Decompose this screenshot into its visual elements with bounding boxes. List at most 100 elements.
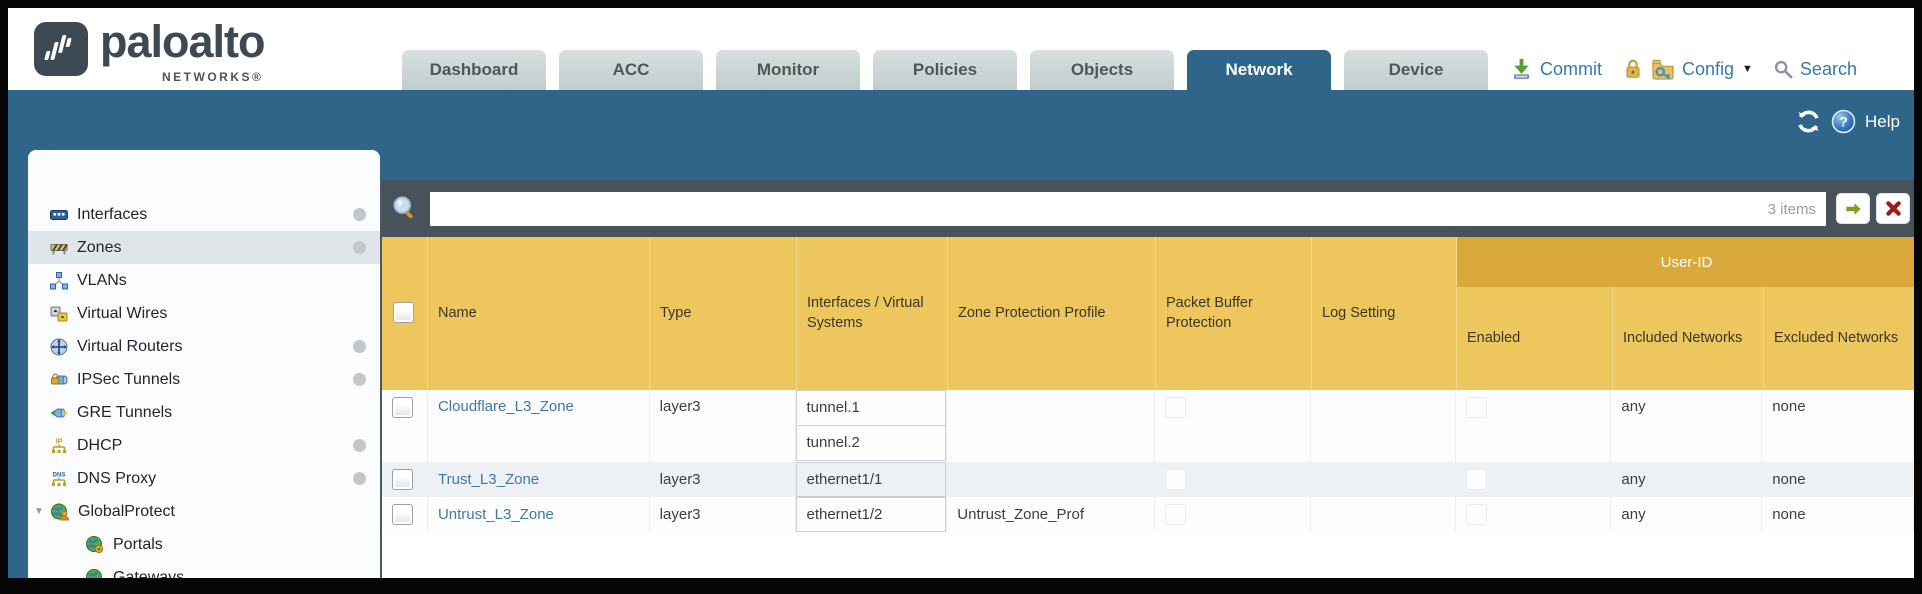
sidebar-item-zones[interactable]: Zones: [28, 231, 380, 264]
select-all-checkbox[interactable]: [393, 302, 414, 323]
packet-buffer-protection-cell: [1155, 462, 1311, 497]
user-id-enabled-checkbox[interactable]: [1465, 469, 1487, 490]
tab-dashboard[interactable]: Dashboard: [402, 50, 546, 90]
sidebar-item-dns-proxy[interactable]: DNS DNS Proxy: [28, 462, 380, 495]
zone-name-link[interactable]: Trust_L3_Zone: [437, 471, 540, 488]
column-header-name[interactable]: Name: [428, 237, 650, 390]
sidebar-item-label: GlobalProtect: [78, 502, 175, 520]
packet-buffer-protection-cell: [1155, 497, 1311, 532]
sidebar-item-virtual-wires[interactable]: Virtual Wires: [28, 297, 380, 330]
column-header-enabled[interactable]: Enabled: [1457, 287, 1613, 390]
column-header-packet-buffer-protection[interactable]: Packet Buffer Protection: [1156, 237, 1312, 390]
virtual-routers-icon: [50, 338, 68, 355]
tab-acc[interactable]: ACC: [559, 50, 703, 90]
zone-name-cell: Cloudflare_L3_Zone: [428, 390, 650, 462]
tab-monitor[interactable]: Monitor: [716, 50, 860, 90]
filter-input[interactable]: [440, 200, 1768, 218]
sidebar-item-label: GRE Tunnels: [77, 403, 173, 421]
green-arrow-icon: [1845, 202, 1861, 215]
item-dot: [353, 340, 366, 353]
user-id-enabled-cell: [1456, 390, 1612, 462]
gre-tunnels-icon: [50, 408, 68, 417]
excluded-networks-cell: none: [1762, 390, 1914, 462]
sidebar-item-gre-tunnels[interactable]: GRE Tunnels: [28, 396, 380, 429]
item-dot: [353, 241, 366, 254]
brand-subtitle: NETWORKS®: [162, 70, 264, 84]
search-button[interactable]: Search: [1799, 58, 1857, 79]
column-header-type[interactable]: Type: [650, 237, 797, 390]
user-id-enabled-checkbox[interactable]: [1465, 397, 1487, 418]
sidebar-item-ipsec-tunnels[interactable]: IPSec Tunnels: [28, 363, 380, 396]
column-header-zone-protection-profile[interactable]: Zone Protection Profile: [948, 237, 1156, 390]
included-networks-cell: any: [1611, 462, 1763, 497]
packet-buffer-protection-cell: [1155, 390, 1311, 462]
log-setting-cell: [1311, 497, 1456, 532]
column-header-interfaces[interactable]: Interfaces / Virtual Systems: [797, 237, 948, 390]
ipsec-tunnels-icon: [51, 373, 68, 384]
sidebar-item-portals[interactable]: Portals: [28, 528, 380, 561]
zone-name-link[interactable]: Untrust_L3_Zone: [437, 506, 554, 523]
item-dot: [353, 208, 366, 221]
clear-filter-button[interactable]: [1876, 193, 1910, 224]
sidebar-item-gateways[interactable]: Gateways: [28, 561, 380, 578]
column-header-included-networks[interactable]: Included Networks: [1613, 287, 1764, 390]
sidebar-item-globalprotect[interactable]: ▼ GlobalProtect: [28, 495, 380, 528]
included-networks-cell: any: [1611, 497, 1763, 532]
item-dot: [353, 472, 366, 485]
commit-button[interactable]: Commit: [1540, 58, 1602, 79]
lock-icon[interactable]: [1622, 58, 1644, 80]
sidebar-item-label: Portals: [113, 535, 163, 553]
config-caret-icon[interactable]: ▼: [1742, 63, 1753, 75]
globalprotect-icon: [51, 503, 69, 520]
row-select-cell: [382, 497, 428, 532]
packet-buffer-checkbox[interactable]: [1164, 397, 1186, 418]
table-row: Untrust_L3_Zone layer3 ethernet1/2 Untru…: [382, 497, 1914, 532]
tab-policies[interactable]: Policies: [873, 50, 1017, 90]
config-button[interactable]: Config: [1682, 58, 1735, 79]
select-all-column: [382, 237, 428, 390]
expander-icon[interactable]: ▼: [34, 506, 44, 517]
gateways-icon: [86, 568, 102, 578]
paloalto-logo-icon: [34, 22, 88, 76]
sidebar-item-interfaces[interactable]: Interfaces: [28, 198, 380, 231]
tab-objects[interactable]: Objects: [1030, 50, 1174, 90]
row-checkbox[interactable]: [392, 397, 413, 418]
sidebar-item-label: Zones: [77, 238, 122, 256]
user-id-enabled-checkbox[interactable]: [1465, 504, 1487, 525]
app-window: paloalto NETWORKS® Dashboard ACC Monitor…: [8, 8, 1914, 578]
tab-device[interactable]: Device: [1344, 50, 1488, 90]
sidebar-item-dhcp[interactable]: IP DHCP: [28, 429, 380, 462]
row-checkbox[interactable]: [392, 469, 413, 490]
row-checkbox[interactable]: [392, 504, 413, 525]
help-icon[interactable]: ?: [1831, 109, 1856, 134]
sidebar-item-label: Virtual Wires: [77, 304, 168, 322]
interfaces-cell: tunnel.1 tunnel.2: [796, 390, 948, 462]
filter-input-wrap: 3 items: [430, 192, 1826, 226]
sidebar-item-label: Gateways: [113, 568, 185, 579]
packet-buffer-checkbox[interactable]: [1164, 504, 1186, 525]
excluded-networks-cell: none: [1762, 497, 1914, 532]
interfaces-cell: ethernet1/2: [796, 497, 948, 532]
zone-name-cell: Trust_L3_Zone: [428, 462, 650, 497]
paloalto-logo: paloalto NETWORKS®: [34, 16, 334, 86]
sidebar-item-label: VLANs: [77, 271, 127, 289]
excluded-networks-cell: none: [1762, 462, 1914, 497]
packet-buffer-checkbox[interactable]: [1164, 469, 1186, 490]
apply-filter-button[interactable]: [1836, 193, 1870, 224]
row-select-cell: [382, 390, 428, 462]
filter-bar: 3 items: [382, 180, 1914, 237]
sidebar-item-vlans[interactable]: VLANs: [28, 264, 380, 297]
zone-name-link[interactable]: Cloudflare_L3_Zone: [437, 398, 574, 415]
interface-item: tunnel.2: [796, 425, 947, 461]
tab-network[interactable]: Network: [1187, 50, 1331, 90]
zones-icon: [50, 243, 68, 254]
help-label[interactable]: Help: [1865, 111, 1900, 131]
sidebar-item-virtual-routers[interactable]: Virtual Routers: [28, 330, 380, 363]
column-header-excluded-networks[interactable]: Excluded Networks: [1764, 287, 1914, 390]
zone-name-cell: Untrust_L3_Zone: [428, 497, 650, 532]
refresh-icon[interactable]: [1795, 108, 1822, 135]
log-setting-cell: [1311, 390, 1456, 462]
column-header-log-setting[interactable]: Log Setting: [1312, 237, 1457, 390]
sidebar-item-label: DNS Proxy: [77, 469, 157, 487]
included-networks-cell: any: [1611, 390, 1763, 462]
